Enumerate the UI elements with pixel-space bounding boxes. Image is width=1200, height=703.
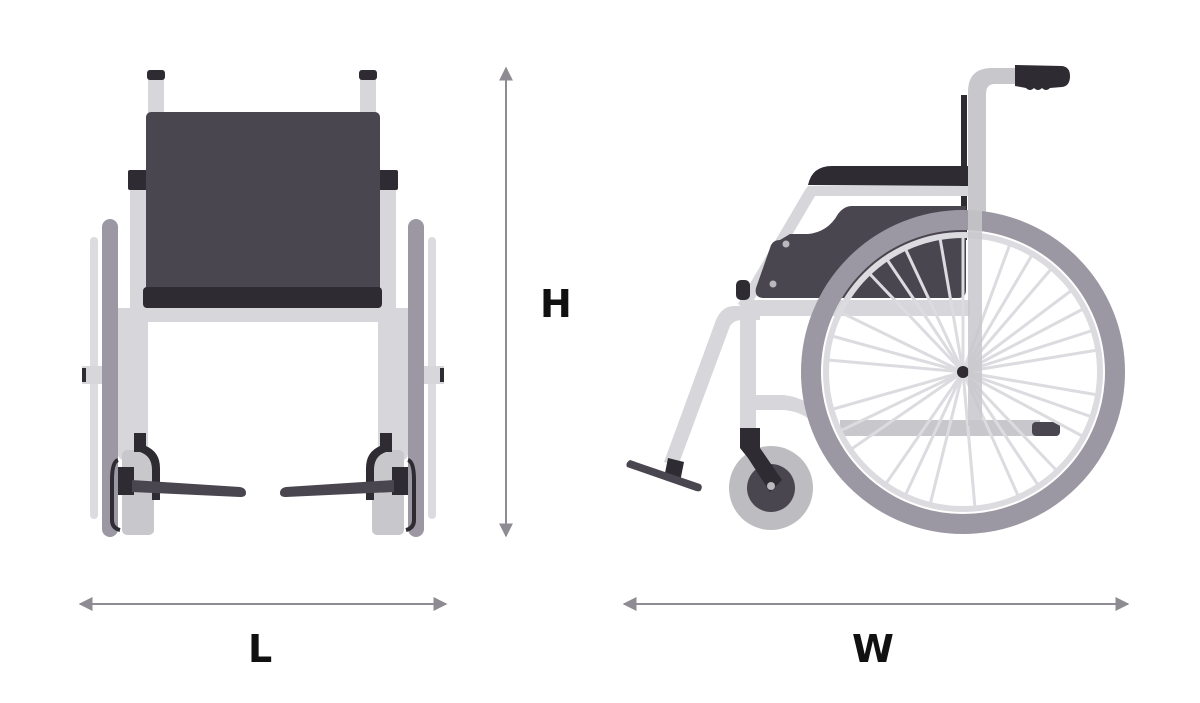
left-armrest xyxy=(128,170,150,190)
front-view-wheelchair xyxy=(82,70,444,537)
tipping-lever xyxy=(1032,422,1060,436)
backrest xyxy=(146,112,380,297)
left-front-leg xyxy=(118,310,148,460)
length-label: L xyxy=(248,627,273,671)
right-push-handle xyxy=(360,70,376,120)
seat-front xyxy=(143,287,382,308)
left-footrest xyxy=(132,480,246,497)
left-axle xyxy=(82,366,104,384)
side-footplate xyxy=(626,460,702,492)
side-armrest xyxy=(808,166,968,186)
height-label: H xyxy=(540,282,572,326)
right-armrest xyxy=(376,170,398,190)
left-tire xyxy=(102,219,118,537)
width-label: W xyxy=(852,627,894,671)
handle-grip xyxy=(1015,65,1070,90)
side-push-handle xyxy=(968,68,1018,220)
rear-wheel xyxy=(801,210,1125,534)
right-tire xyxy=(408,219,424,537)
right-footrest xyxy=(280,480,394,497)
right-axle xyxy=(422,366,444,384)
right-front-leg xyxy=(378,310,408,460)
side-view-wheelchair xyxy=(626,65,1125,534)
left-push-handle xyxy=(148,70,164,120)
